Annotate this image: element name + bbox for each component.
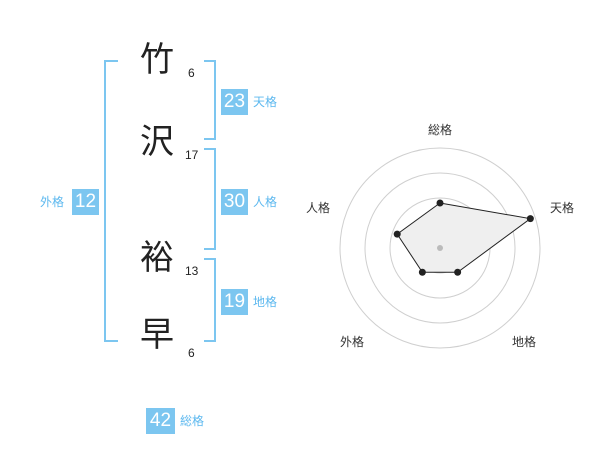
radar-point-1 (436, 199, 444, 207)
radar-axis-soukaku: 総格 (428, 122, 452, 137)
radar-center-dot (437, 245, 443, 251)
jinkaku-value: 30 (221, 189, 248, 215)
jinkaku-label: 人格 (253, 195, 278, 209)
char-2: 沢 (140, 122, 174, 162)
soukaku-value: 42 (146, 408, 175, 434)
radar-axis-chikaku: 地格 (512, 334, 536, 349)
radar-axis-jinkaku: 人格 (306, 200, 330, 215)
radar-axis-tenkaku: 天格 (550, 200, 574, 215)
tenkaku-label: 天格 (253, 95, 278, 109)
radar-ring-4 (339, 147, 541, 349)
char-4: 早 (140, 315, 174, 355)
chikaku-label: 地格 (253, 295, 278, 309)
tenkaku-bracket (204, 60, 216, 140)
char-3: 裕 (140, 238, 174, 278)
char-1: 竹 (140, 40, 174, 80)
char-3-strokes: 13 (185, 264, 199, 278)
chikaku-value: 19 (221, 289, 248, 315)
radar-point-5 (393, 230, 401, 238)
radar-grid (339, 147, 541, 349)
gaikaku-value: 12 (72, 189, 99, 215)
radar-ring-3 (364, 172, 516, 324)
radar-point-2 (526, 215, 534, 223)
chikaku-bracket (204, 258, 216, 342)
soukaku-label: 総格 (180, 414, 205, 428)
radar-area (396, 202, 532, 273)
char-4-strokes: 6 (188, 346, 195, 360)
radar-point-3 (454, 268, 462, 276)
gaikaku-bracket (104, 60, 118, 342)
radar-chart: 総格 天格 地格 外格 人格 (306, 122, 574, 349)
tenkaku-value: 23 (221, 89, 248, 115)
jinkaku-bracket (204, 148, 216, 250)
radar-point-4 (418, 268, 426, 276)
radar-axis-gaikaku: 外格 (340, 334, 364, 349)
char-1-strokes: 6 (188, 66, 195, 80)
radar-points (393, 199, 534, 276)
char-2-strokes: 17 (185, 148, 199, 162)
gaikaku-label: 外格 (40, 195, 65, 209)
